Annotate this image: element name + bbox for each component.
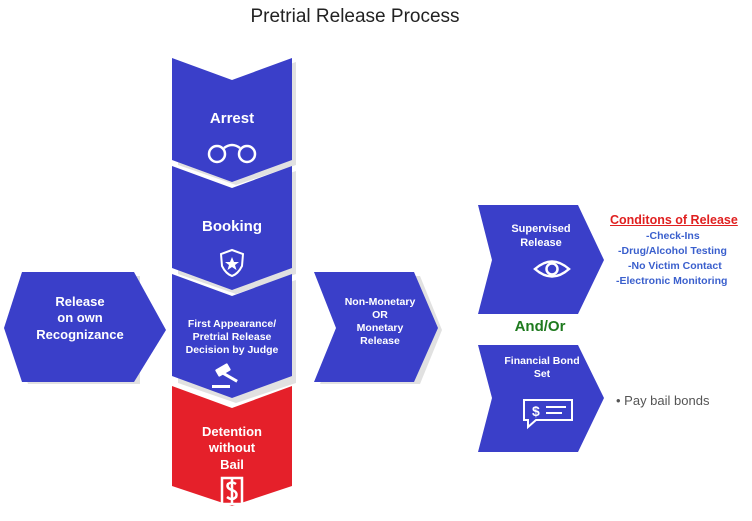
- police-badge-icon: [219, 248, 245, 278]
- arrest-chevron: [172, 58, 292, 182]
- gavel-icon: [212, 363, 238, 388]
- supervised-label: Supervised Release: [511, 223, 571, 249]
- bail-note: • Pay bail bonds: [616, 393, 710, 408]
- diagram-title: Pretrial Release Process: [250, 6, 460, 27]
- payment-chat-icon: $: [523, 399, 573, 430]
- booking-label: Booking: [202, 218, 262, 235]
- condition-item: -Electronic Monitoring: [616, 275, 728, 287]
- detention-label: Detention without Bail: [202, 424, 262, 472]
- supervised-chevron: [478, 205, 604, 314]
- first-appearance-label: First Appearance/ Pretrial Release Decis…: [185, 318, 279, 357]
- non-monetary-label: Non-Monetary OR Monetary Release: [344, 296, 416, 348]
- eye-icon: [533, 260, 571, 278]
- detention-chevron: [172, 386, 292, 506]
- svg-text:$: $: [532, 403, 540, 419]
- release-own-label: Release on own Recognizance: [36, 294, 124, 342]
- non-monetary-chevron: [314, 272, 438, 382]
- condition-item: -Drug/Alcohol Testing: [618, 245, 727, 257]
- condition-item: -Check-Ins: [646, 230, 700, 242]
- no-money-icon: [220, 476, 244, 506]
- handcuffs-icon: [207, 143, 257, 164]
- first-appearance-chevron: [172, 274, 292, 398]
- release-own-arrow: [4, 272, 166, 382]
- and-or-label: And/Or: [514, 318, 566, 335]
- financial-bond-chevron: [478, 345, 604, 452]
- financial-bond-label: Financial Bond Set: [504, 355, 580, 381]
- conditions-title: Conditons of Release: [610, 213, 738, 227]
- booking-chevron: [172, 166, 292, 290]
- arrest-label: Arrest: [209, 110, 255, 127]
- condition-item: -No Victim Contact: [628, 260, 722, 272]
